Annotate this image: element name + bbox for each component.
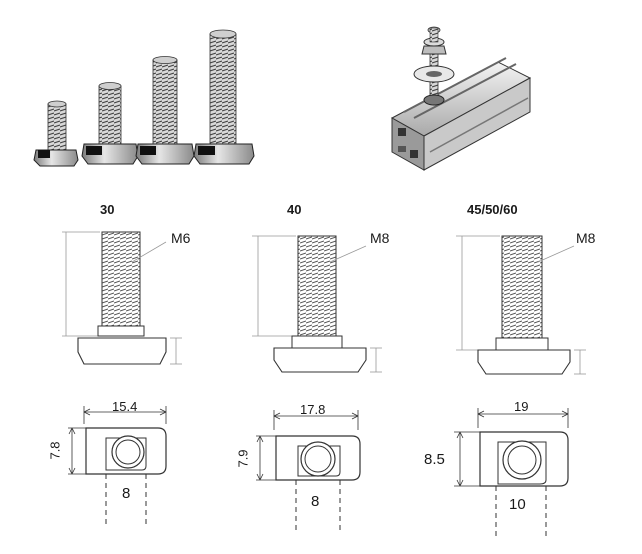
slot-width-label-col1: 8	[122, 485, 131, 502]
thread-label-col2: M8	[370, 230, 390, 246]
thread-label-col3: M8	[576, 230, 596, 246]
top-view-col2	[256, 410, 361, 532]
thread-label-col1: M6	[171, 230, 191, 246]
top-view-col3	[454, 408, 569, 536]
head-width-label-col3: 19	[514, 399, 529, 414]
slot-width-label-col3: 10	[509, 496, 526, 513]
head-height-label-col2: 7.9	[235, 449, 251, 468]
head-height-label-col3: 8.5	[424, 451, 445, 468]
head-width-label-col1: 15.4	[112, 399, 138, 414]
side-view-col1	[62, 231, 182, 365]
tbolt-photo-large	[135, 56, 195, 165]
side-view-col3	[456, 235, 586, 375]
series-label-col3: 45/50/60	[467, 202, 518, 217]
tbolt-photo-small	[33, 100, 79, 167]
head-width-label-col2: 17.8	[300, 402, 326, 417]
side-view-col2	[252, 235, 382, 373]
top-view-col1	[68, 406, 167, 526]
tbolt-photo-group	[33, 29, 255, 167]
head-height-label-col1: 7.8	[47, 441, 63, 460]
series-label-col1: 30	[100, 202, 115, 217]
tbolt-photo-xlarge	[193, 29, 255, 165]
slot-width-label-col2: 8	[311, 493, 320, 510]
profile-assembly-photo	[390, 26, 532, 171]
tbolt-photo-medium	[81, 82, 139, 165]
series-label-col2: 40	[287, 202, 302, 217]
